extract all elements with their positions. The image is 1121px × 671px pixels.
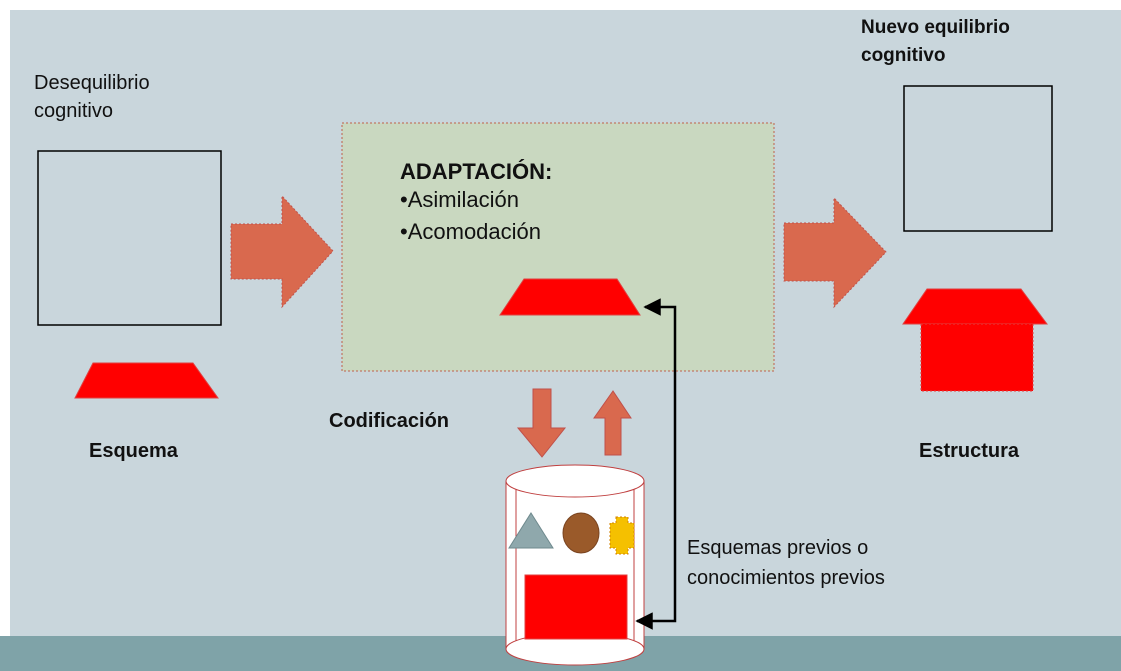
memory-block — [524, 574, 628, 640]
left-title-line2: cognitivo — [34, 100, 113, 122]
right-square — [903, 85, 1053, 232]
left-title: Desequilibrio cognitivo — [34, 69, 150, 125]
memory-label-line2: conocimientos previos — [687, 567, 885, 589]
schema-trapezoid-icon — [74, 362, 219, 399]
octagon-icon — [609, 516, 635, 555]
left-square — [37, 150, 222, 326]
memory-label: Esquemas previos o conocimientos previos — [687, 533, 885, 593]
house-icon — [902, 288, 1048, 392]
encoding-label: Codificación — [329, 410, 450, 432]
arrow-left-to-center — [230, 194, 334, 309]
adaptation-item-asimilacion: •Asimilación — [400, 187, 519, 212]
adaptation-heading: ADAPTACIÓN: — [400, 159, 553, 184]
left-title-line1: Desequilibrio — [34, 72, 150, 94]
adaptation-trapezoid-icon — [499, 278, 641, 316]
memory-connector — [635, 298, 677, 630]
right-title-line2: cognitivo — [861, 45, 946, 66]
left-caption: Esquema — [89, 440, 178, 462]
right-caption: Estructura — [919, 440, 1020, 462]
circle-icon — [562, 512, 600, 554]
right-title-line1: Nuevo equilibrio — [861, 17, 1010, 38]
arrow-center-to-right — [783, 196, 887, 309]
right-title: Nuevo equilibrio cognitivo — [861, 14, 1010, 70]
memory-label-line1: Esquemas previos o — [687, 537, 869, 559]
arrow-down — [516, 388, 567, 458]
triangle-icon — [508, 512, 554, 549]
arrow-up — [593, 390, 632, 456]
adaptation-item-acomodacion: •Acomodación — [400, 219, 542, 244]
adaptation-box — [341, 122, 775, 372]
adaptation-text: ADAPTACIÓN: •Asimilación •Acomodación — [400, 154, 552, 250]
